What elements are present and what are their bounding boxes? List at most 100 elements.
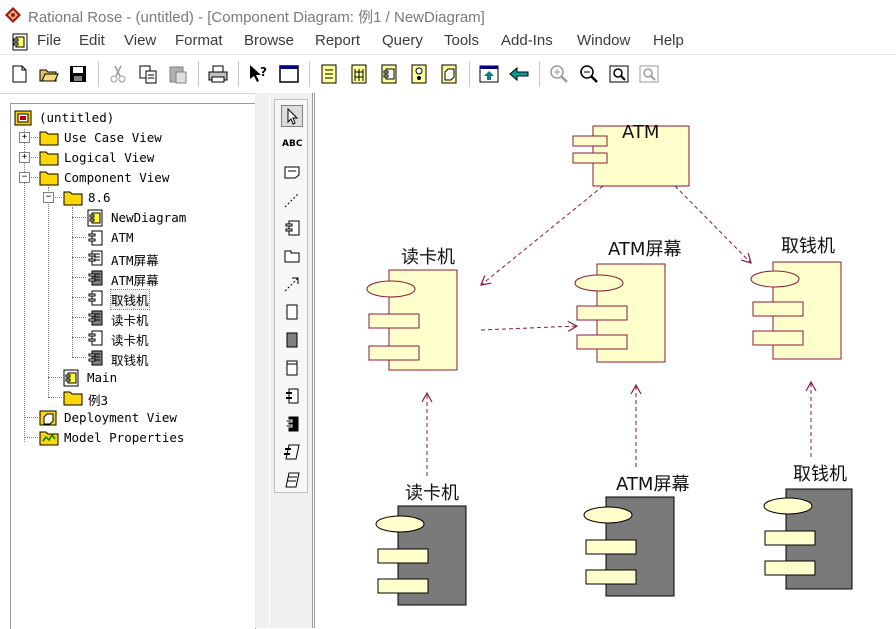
folder-icon bbox=[39, 131, 59, 146]
tree-item-atm-screen-body[interactable]: ATM屏幕 bbox=[11, 268, 251, 288]
tree-line bbox=[72, 207, 73, 357]
collapse-icon[interactable]: − bbox=[19, 172, 30, 183]
tree-item-use-case-view[interactable]: + Use Case View bbox=[11, 128, 251, 148]
document-icon[interactable] bbox=[12, 33, 28, 51]
deployment-diagram-icon[interactable] bbox=[438, 63, 460, 85]
expand-icon[interactable]: + bbox=[19, 152, 30, 163]
copy-icon[interactable] bbox=[137, 63, 159, 85]
package-spec-icon[interactable] bbox=[282, 386, 302, 406]
diagram-toolbox: ABC bbox=[270, 93, 313, 628]
undo-fit-icon[interactable] bbox=[638, 63, 660, 85]
note-tool-icon[interactable] bbox=[282, 162, 302, 182]
toolbar-separator bbox=[469, 61, 470, 87]
cut-icon[interactable] bbox=[107, 63, 129, 85]
selection-tool-icon[interactable] bbox=[281, 105, 303, 127]
statechart-icon[interactable] bbox=[408, 63, 430, 85]
tree-line bbox=[72, 237, 86, 238]
tree-label-withdraw-body: 取钱机 bbox=[111, 353, 149, 368]
model-icon bbox=[14, 110, 32, 126]
dependency-atm-to-card-reader[interactable] bbox=[480, 185, 604, 286]
interaction-diagram-icon[interactable] bbox=[348, 63, 370, 85]
class-diagram-icon[interactable] bbox=[318, 63, 340, 85]
browse-parent-icon[interactable] bbox=[478, 63, 500, 85]
folder-icon bbox=[63, 391, 83, 406]
tree-item-main[interactable]: Main bbox=[11, 368, 251, 388]
view-doc-icon[interactable] bbox=[278, 63, 300, 85]
tree-item-atm-screen-spec[interactable]: ATM屏幕 bbox=[11, 248, 251, 268]
dependency-tool-icon[interactable] bbox=[282, 274, 302, 294]
dependency-atm-to-withdraw[interactable] bbox=[674, 185, 752, 264]
menu-file[interactable]: File bbox=[37, 32, 62, 49]
tree-line bbox=[48, 377, 62, 378]
tree-item-withdraw-spec[interactable]: 取钱机 bbox=[11, 288, 251, 310]
package-body-icon[interactable] bbox=[282, 414, 302, 434]
tree-line bbox=[24, 177, 38, 178]
folder-icon bbox=[39, 151, 59, 166]
menu-view[interactable]: View bbox=[124, 32, 157, 49]
collapse-icon[interactable]: − bbox=[43, 192, 54, 203]
package-body-icon bbox=[88, 270, 103, 286]
menu-query[interactable]: Query bbox=[382, 32, 423, 49]
menu-format[interactable]: Format bbox=[175, 32, 223, 49]
zoom-in-icon[interactable] bbox=[548, 63, 570, 85]
component-tool-icon[interactable] bbox=[282, 218, 302, 238]
component-card-reader-spec[interactable] bbox=[366, 269, 458, 371]
print-icon[interactable] bbox=[207, 63, 229, 85]
component-diagram-icon bbox=[87, 209, 103, 227]
tree-item-card-reader-body[interactable]: 读卡机 bbox=[11, 308, 251, 328]
label-atm: ATM bbox=[622, 122, 660, 143]
task-body-icon[interactable] bbox=[282, 470, 302, 490]
tree-label-package-86: 8.6 bbox=[88, 190, 111, 205]
component-diagram[interactable] bbox=[315, 93, 896, 628]
component-atm-screen-spec[interactable] bbox=[574, 263, 666, 363]
anchor-note-tool-icon[interactable] bbox=[282, 190, 302, 210]
expand-icon[interactable]: + bbox=[19, 132, 30, 143]
menu-report[interactable]: Report bbox=[315, 32, 361, 49]
component-withdraw-body[interactable] bbox=[763, 488, 853, 590]
new-icon[interactable] bbox=[8, 63, 30, 85]
package-spec-icon bbox=[88, 250, 103, 266]
menu-tools[interactable]: Tools bbox=[444, 32, 480, 49]
zoom-out-icon[interactable] bbox=[578, 63, 600, 85]
tree-line bbox=[72, 337, 86, 338]
package-tool-icon[interactable] bbox=[282, 246, 302, 266]
component-atm[interactable] bbox=[572, 125, 690, 187]
diagram-canvas[interactable]: ATM 读卡机 ATM屏幕 取钱机 读卡机 ATM屏幕 取钱机 bbox=[314, 93, 896, 628]
tree-item-withdraw-body[interactable]: 取钱机 bbox=[11, 348, 251, 368]
model-browser[interactable]: (untitled) + Use Case View + Logical Vie… bbox=[10, 103, 256, 629]
browse-previous-icon[interactable] bbox=[508, 63, 530, 85]
tree-item-example3[interactable]: 例3 bbox=[11, 388, 251, 408]
tree-item-new-diagram[interactable]: NewDiagram bbox=[11, 208, 251, 228]
tree-item-component-view[interactable]: − Component View bbox=[11, 168, 251, 188]
subprogram-body-icon[interactable] bbox=[282, 330, 302, 350]
tree-item-deployment-view[interactable]: Deployment View bbox=[11, 408, 251, 428]
tree-item-logical-view[interactable]: + Logical View bbox=[11, 148, 251, 168]
task-spec-icon[interactable] bbox=[282, 442, 302, 462]
paste-icon[interactable] bbox=[167, 63, 189, 85]
splitter[interactable] bbox=[255, 93, 269, 628]
tree-item-atm[interactable]: ATM bbox=[11, 228, 251, 248]
component-withdraw-spec[interactable] bbox=[750, 261, 842, 360]
subprogram-spec-icon[interactable] bbox=[282, 302, 302, 322]
fit-window-icon[interactable] bbox=[608, 63, 630, 85]
component-atm-screen-body[interactable] bbox=[583, 496, 675, 597]
open-icon[interactable] bbox=[38, 63, 60, 85]
tree-item-root[interactable]: (untitled) bbox=[11, 108, 251, 128]
dependency-card-reader-to-atm-screen[interactable] bbox=[480, 320, 579, 332]
menu-window[interactable]: Window bbox=[577, 32, 631, 49]
main-program-icon[interactable] bbox=[282, 358, 302, 378]
menu-edit[interactable]: Edit bbox=[79, 32, 105, 49]
tree-line bbox=[72, 277, 86, 278]
tree-item-model-properties[interactable]: Model Properties bbox=[11, 428, 251, 448]
tree-line bbox=[24, 437, 38, 438]
component-diagram-icon[interactable] bbox=[378, 63, 400, 85]
menu-help[interactable]: Help bbox=[653, 32, 684, 49]
text-tool-icon[interactable]: ABC bbox=[282, 139, 303, 149]
tree-item-package-86[interactable]: − 8.6 bbox=[11, 188, 251, 208]
tree-item-card-reader-spec[interactable]: 读卡机 bbox=[11, 328, 251, 348]
save-icon[interactable] bbox=[67, 63, 89, 85]
component-card-reader-body[interactable] bbox=[375, 505, 467, 606]
menu-add-ins[interactable]: Add-Ins bbox=[501, 32, 553, 49]
menu-browse[interactable]: Browse bbox=[244, 32, 295, 49]
context-help-icon[interactable]: ? bbox=[247, 63, 269, 85]
